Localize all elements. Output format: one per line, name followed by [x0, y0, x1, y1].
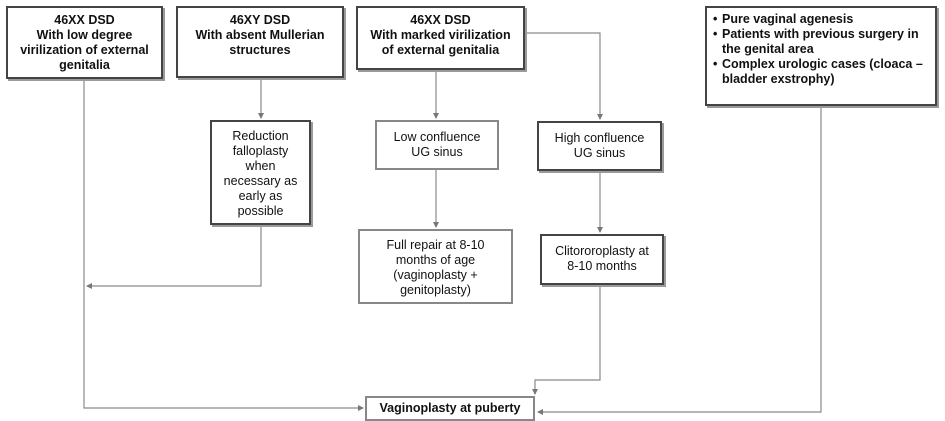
box-full-repair: Full repair at 8-10 months of age (vagin…: [358, 229, 513, 304]
box-46xx-marked-virilization: 46XX DSD With marked virilization of ext…: [356, 6, 525, 70]
bullet-item: Patients with previous surgery in the ge…: [713, 27, 929, 57]
box-line: Clitororoplasty at: [555, 244, 649, 258]
bullet-item: Pure vaginal agenesis: [713, 12, 929, 27]
box-line: necessary as: [223, 174, 298, 188]
box-other-indications: Pure vaginal agenesis Patients with prev…: [705, 6, 937, 106]
box-line: Reduction: [232, 129, 289, 143]
box-46xx-low-virilization: 46XX DSD With low degree virilization of…: [6, 6, 163, 79]
box-line: (vaginoplasty +: [393, 268, 478, 282]
arrow-xx-marked-to-high: [525, 32, 603, 120]
box-line: virilization of external: [20, 43, 149, 57]
arrow-reduction-to-left-line: [86, 225, 262, 289]
box-line: early as: [238, 189, 283, 203]
box-line: when: [245, 159, 276, 173]
box-line: genitoplasty): [400, 283, 471, 297]
box-line: UG sinus: [411, 145, 463, 159]
arrow-other-to-vaginoplasty: [537, 106, 822, 415]
box-46xy-absent-mullerian: 46XY DSD With absent Mullerian structure…: [176, 6, 344, 78]
box-line: Full repair at 8-10: [386, 238, 485, 252]
box-line: With marked virilization: [370, 28, 511, 42]
box-line: 8-10 months: [567, 259, 637, 273]
arrow-xx-low-to-vaginoplasty: [83, 79, 364, 411]
box-line: Low confluence: [393, 130, 481, 144]
box-line: of external genitalia: [381, 43, 500, 57]
box-high-confluence: High confluence UG sinus: [537, 121, 662, 171]
box-line: UG sinus: [573, 146, 626, 160]
box-line: structures: [229, 43, 291, 57]
bullet-item: Complex urologic cases (cloaca – bladder…: [713, 57, 929, 87]
box-line: falloplasty: [232, 144, 289, 158]
box-reduction-falloplasty: Reduction falloplasty when necessary as …: [210, 120, 311, 225]
arrow-clitororoplasty-to-vaginoplasty: [532, 285, 601, 395]
box-line: genitalia: [59, 58, 110, 72]
box-line: High confluence: [554, 131, 645, 145]
box-low-confluence: Low confluence UG sinus: [375, 120, 499, 170]
box-line: months of age: [395, 253, 476, 267]
box-line: 46XY DSD: [229, 13, 291, 27]
box-line: 46XX DSD: [410, 13, 471, 27]
box-line: With low degree: [36, 28, 133, 42]
box-clitororoplasty: Clitororoplasty at 8-10 months: [540, 234, 664, 285]
box-line: possible: [237, 204, 284, 218]
box-line: With absent Mullerian: [195, 28, 325, 42]
box-vaginoplasty-at-puberty: Vaginoplasty at puberty: [365, 396, 535, 421]
box-line: 46XX DSD: [54, 13, 115, 27]
box-line: Vaginoplasty at puberty: [379, 401, 521, 415]
